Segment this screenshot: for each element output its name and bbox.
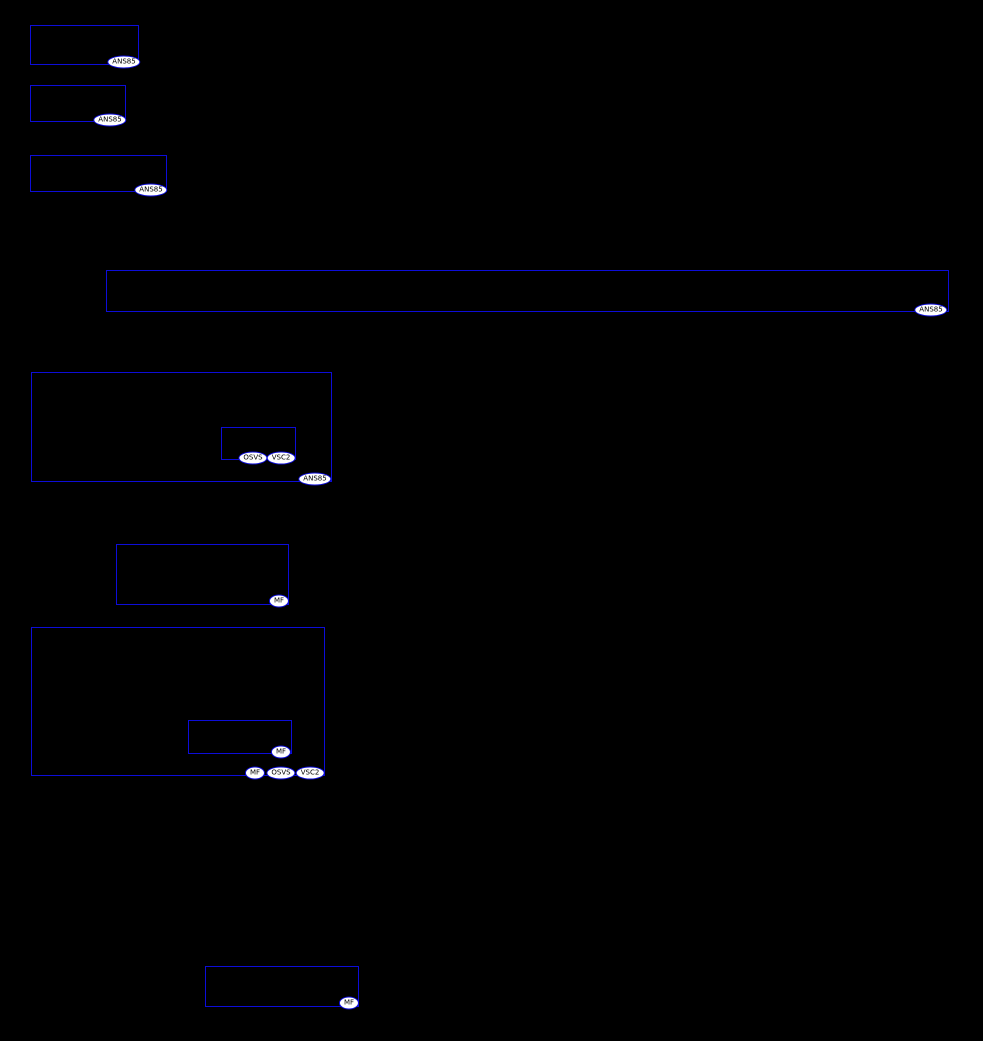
dialect-badge-ans85: ANS85 — [914, 303, 948, 317]
dialect-badge-ans85: ANS85 — [134, 183, 168, 197]
syntax-format-box-2 — [30, 85, 126, 122]
dialect-badge-mf: MF — [268, 594, 290, 608]
syntax-format-box-6 — [116, 544, 289, 605]
syntax-format-box-8 — [205, 966, 359, 1007]
dialect-badge-ans85: ANS85 — [93, 113, 127, 127]
syntax-format-box-1 — [30, 25, 139, 65]
dialect-badge-osvs: OSVS — [238, 451, 268, 465]
syntax-format-box-7-inner — [188, 720, 292, 754]
dialect-badge-mf: MF — [244, 766, 266, 780]
dialect-badge-osvs: OSVS — [266, 766, 296, 780]
syntax-format-box-5 — [31, 372, 332, 482]
syntax-format-box-4 — [106, 270, 949, 312]
syntax-format-box-3 — [30, 155, 167, 192]
dialect-badge-ans85: ANS85 — [107, 55, 141, 69]
dialect-badge-mf: MF — [338, 996, 360, 1010]
dialect-badge-ans85: ANS85 — [298, 472, 332, 486]
dialect-badge-mf: MF — [270, 745, 292, 759]
syntax-format-box-7 — [31, 627, 325, 776]
dialect-badge-vsc2: VSC2 — [295, 766, 325, 780]
dialect-badge-vsc2: VSC2 — [266, 451, 296, 465]
